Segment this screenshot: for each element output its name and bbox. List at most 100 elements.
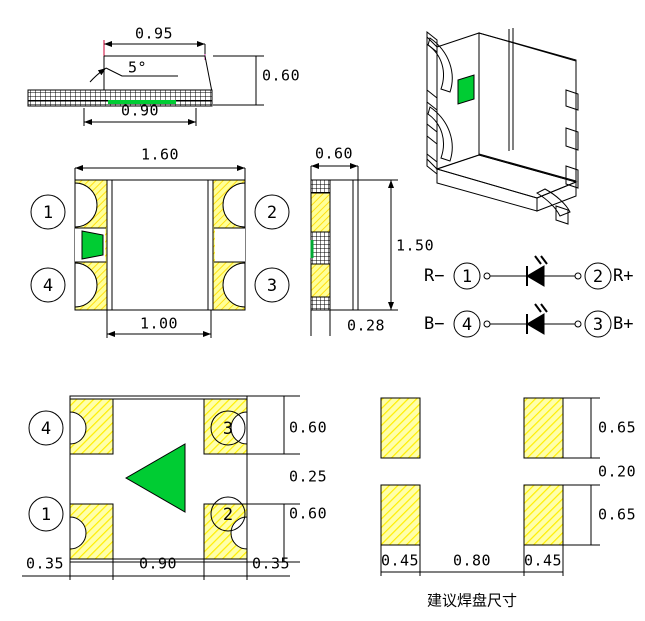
castellation-notch-3 xyxy=(222,262,246,308)
circuit-pin-label-3: 3 xyxy=(593,315,603,335)
pin-label-1: 1 xyxy=(43,203,53,223)
bottom-dim-0p35-left: 0.35 xyxy=(26,555,64,573)
bottom-horizontal-dims: 0.35 0.90 0.35 xyxy=(22,540,290,580)
bottom-polarity-triangle xyxy=(124,443,186,513)
view-top: 1.60 1 2 3 4 xyxy=(30,146,290,338)
led-emission-arrows-red xyxy=(534,255,548,265)
emitter-stripe xyxy=(108,100,176,104)
circuit-pin-label-2: 2 xyxy=(593,267,603,287)
bottom-pin-label-4: 4 xyxy=(41,419,51,439)
iso-right-tab-1 xyxy=(565,89,579,111)
led-symbol-blue xyxy=(526,303,548,335)
footprint-vertical-dims: 0.65 0.20 0.65 xyxy=(563,397,636,546)
iso-tab-1 xyxy=(426,30,438,54)
castellation-notch-1 xyxy=(74,182,98,228)
angle-callout-5deg: 5° xyxy=(89,59,178,83)
footprint-caption: 建议焊盘尺寸 xyxy=(427,592,517,610)
bottom-pin-circle-4 xyxy=(28,410,64,446)
dim-1p00: 1.00 xyxy=(106,310,212,338)
dim-0p95: 0.95 xyxy=(103,25,206,56)
pin-label-3: 3 xyxy=(267,276,277,296)
lens-profile-outline xyxy=(104,55,213,93)
dim-1p60: 1.60 xyxy=(74,146,246,180)
bottom-dim-0p60-top: 0.60 xyxy=(289,419,327,437)
bottom-vertical-dims: 0.60 0.25 0.60 xyxy=(247,395,327,563)
bottom-dim-0p90: 0.90 xyxy=(139,555,177,573)
footprint-dim-0p80: 0.80 xyxy=(453,552,491,570)
iso-foot-notch xyxy=(535,188,571,217)
iso-notch-lower xyxy=(427,106,453,162)
dim-0p60-height: 0.60 xyxy=(213,55,300,106)
bottom-pad-4 xyxy=(69,398,114,455)
bottom-dim-0p35-right: 0.35 xyxy=(252,555,290,573)
footprint-dim-0p65-bottom: 0.65 xyxy=(598,506,636,524)
bottom-pin-label-2: 2 xyxy=(223,505,233,525)
dim-label-0p90: 0.90 xyxy=(121,102,159,120)
circuit-left-label-blue: B− xyxy=(424,314,444,334)
iso-right-tab-3 xyxy=(565,165,579,189)
circuit-row-red: R− 1 2 R+ xyxy=(424,255,633,290)
iso-right-tab-2 xyxy=(565,127,579,151)
circuit-node-left-blue xyxy=(483,320,491,328)
dim-label-0p60-height: 0.60 xyxy=(262,67,300,85)
footprint-dim-0p45-right: 0.45 xyxy=(524,552,562,570)
polarity-marker-green xyxy=(81,230,104,260)
castellation-notch-2 xyxy=(222,182,246,228)
dim-label-0p28: 0.28 xyxy=(347,317,385,335)
view-side-profile: 0.95 5° 0.90 0.60 xyxy=(27,25,300,126)
iso-right-panel xyxy=(478,32,577,183)
end-view-terminal-mid xyxy=(310,231,331,265)
dim-label-1p60: 1.60 xyxy=(141,146,179,164)
footprint-pad-bottom-right xyxy=(523,484,564,546)
circuit-node-right-red xyxy=(574,272,582,280)
bottom-dim-0p60-bot: 0.60 xyxy=(289,505,327,523)
package-inner-body xyxy=(106,179,214,311)
end-view-terminal-top xyxy=(310,179,331,194)
led-emission-arrows-blue xyxy=(534,303,548,313)
dim-label-1p50: 1.50 xyxy=(396,237,434,255)
dim-label-1p00: 1.00 xyxy=(140,315,178,333)
circuit-pin-circle-2 xyxy=(584,262,612,290)
circuit-pin-circle-1 xyxy=(453,262,481,290)
cavity-gap-right xyxy=(215,228,245,262)
angle-label-5deg: 5° xyxy=(128,59,147,77)
bottom-pin-label-1: 1 xyxy=(41,505,51,525)
circuit-right-label-blue: B+ xyxy=(613,314,633,334)
footprint-horizontal-dims: 0.45 0.80 0.45 xyxy=(380,545,564,576)
view-bottom-pads: 4 3 1 2 0.60 0.25 0.60 0.35 0.90 xyxy=(22,395,327,580)
view-circuit-schematic: R− 1 2 R+ B− 4 xyxy=(424,255,633,338)
dim-1p50: 1.50 xyxy=(358,179,434,311)
dim-0p28: 0.28 xyxy=(310,310,385,336)
circuit-left-label-red: R− xyxy=(424,266,444,286)
footprint-pad-top-left xyxy=(380,397,421,459)
iso-emitter-green xyxy=(457,74,475,105)
bottom-pin-label-3: 3 xyxy=(223,419,233,439)
circuit-right-label-red: R+ xyxy=(613,266,633,286)
pin-circle-4 xyxy=(30,267,66,303)
view-solder-footprint: 0.65 0.20 0.65 0.45 0.80 0.45 建议焊盘尺寸 xyxy=(380,397,636,610)
castellation-notch-4 xyxy=(74,262,98,308)
circuit-pin-label-1: 1 xyxy=(462,267,472,287)
dim-0p90: 0.90 xyxy=(83,102,197,126)
bottom-pin-circle-1 xyxy=(28,496,64,532)
pin-label-4: 4 xyxy=(43,276,53,296)
circuit-row-blue: B− 4 3 B+ xyxy=(424,303,633,338)
led-symbol-red xyxy=(526,255,548,287)
dim-label-0p95: 0.95 xyxy=(135,25,173,43)
view-isometric xyxy=(426,28,579,225)
pin-circle-3 xyxy=(254,267,290,303)
bottom-dim-0p25: 0.25 xyxy=(289,468,327,486)
bottom-pin-circle-2 xyxy=(210,496,246,532)
dim-end-0p60: 0.60 xyxy=(310,145,359,180)
iso-base-front xyxy=(436,168,538,212)
circuit-node-left-red xyxy=(483,272,491,280)
circuit-node-right-blue xyxy=(574,320,582,328)
iso-base-right xyxy=(536,181,577,212)
pin-circle-1 xyxy=(30,194,66,230)
end-view-terminal-bottom xyxy=(310,296,331,311)
bottom-pin-circle-3 xyxy=(210,410,246,446)
footprint-dim-0p45-left: 0.45 xyxy=(381,552,419,570)
pin-label-2: 2 xyxy=(267,203,277,223)
